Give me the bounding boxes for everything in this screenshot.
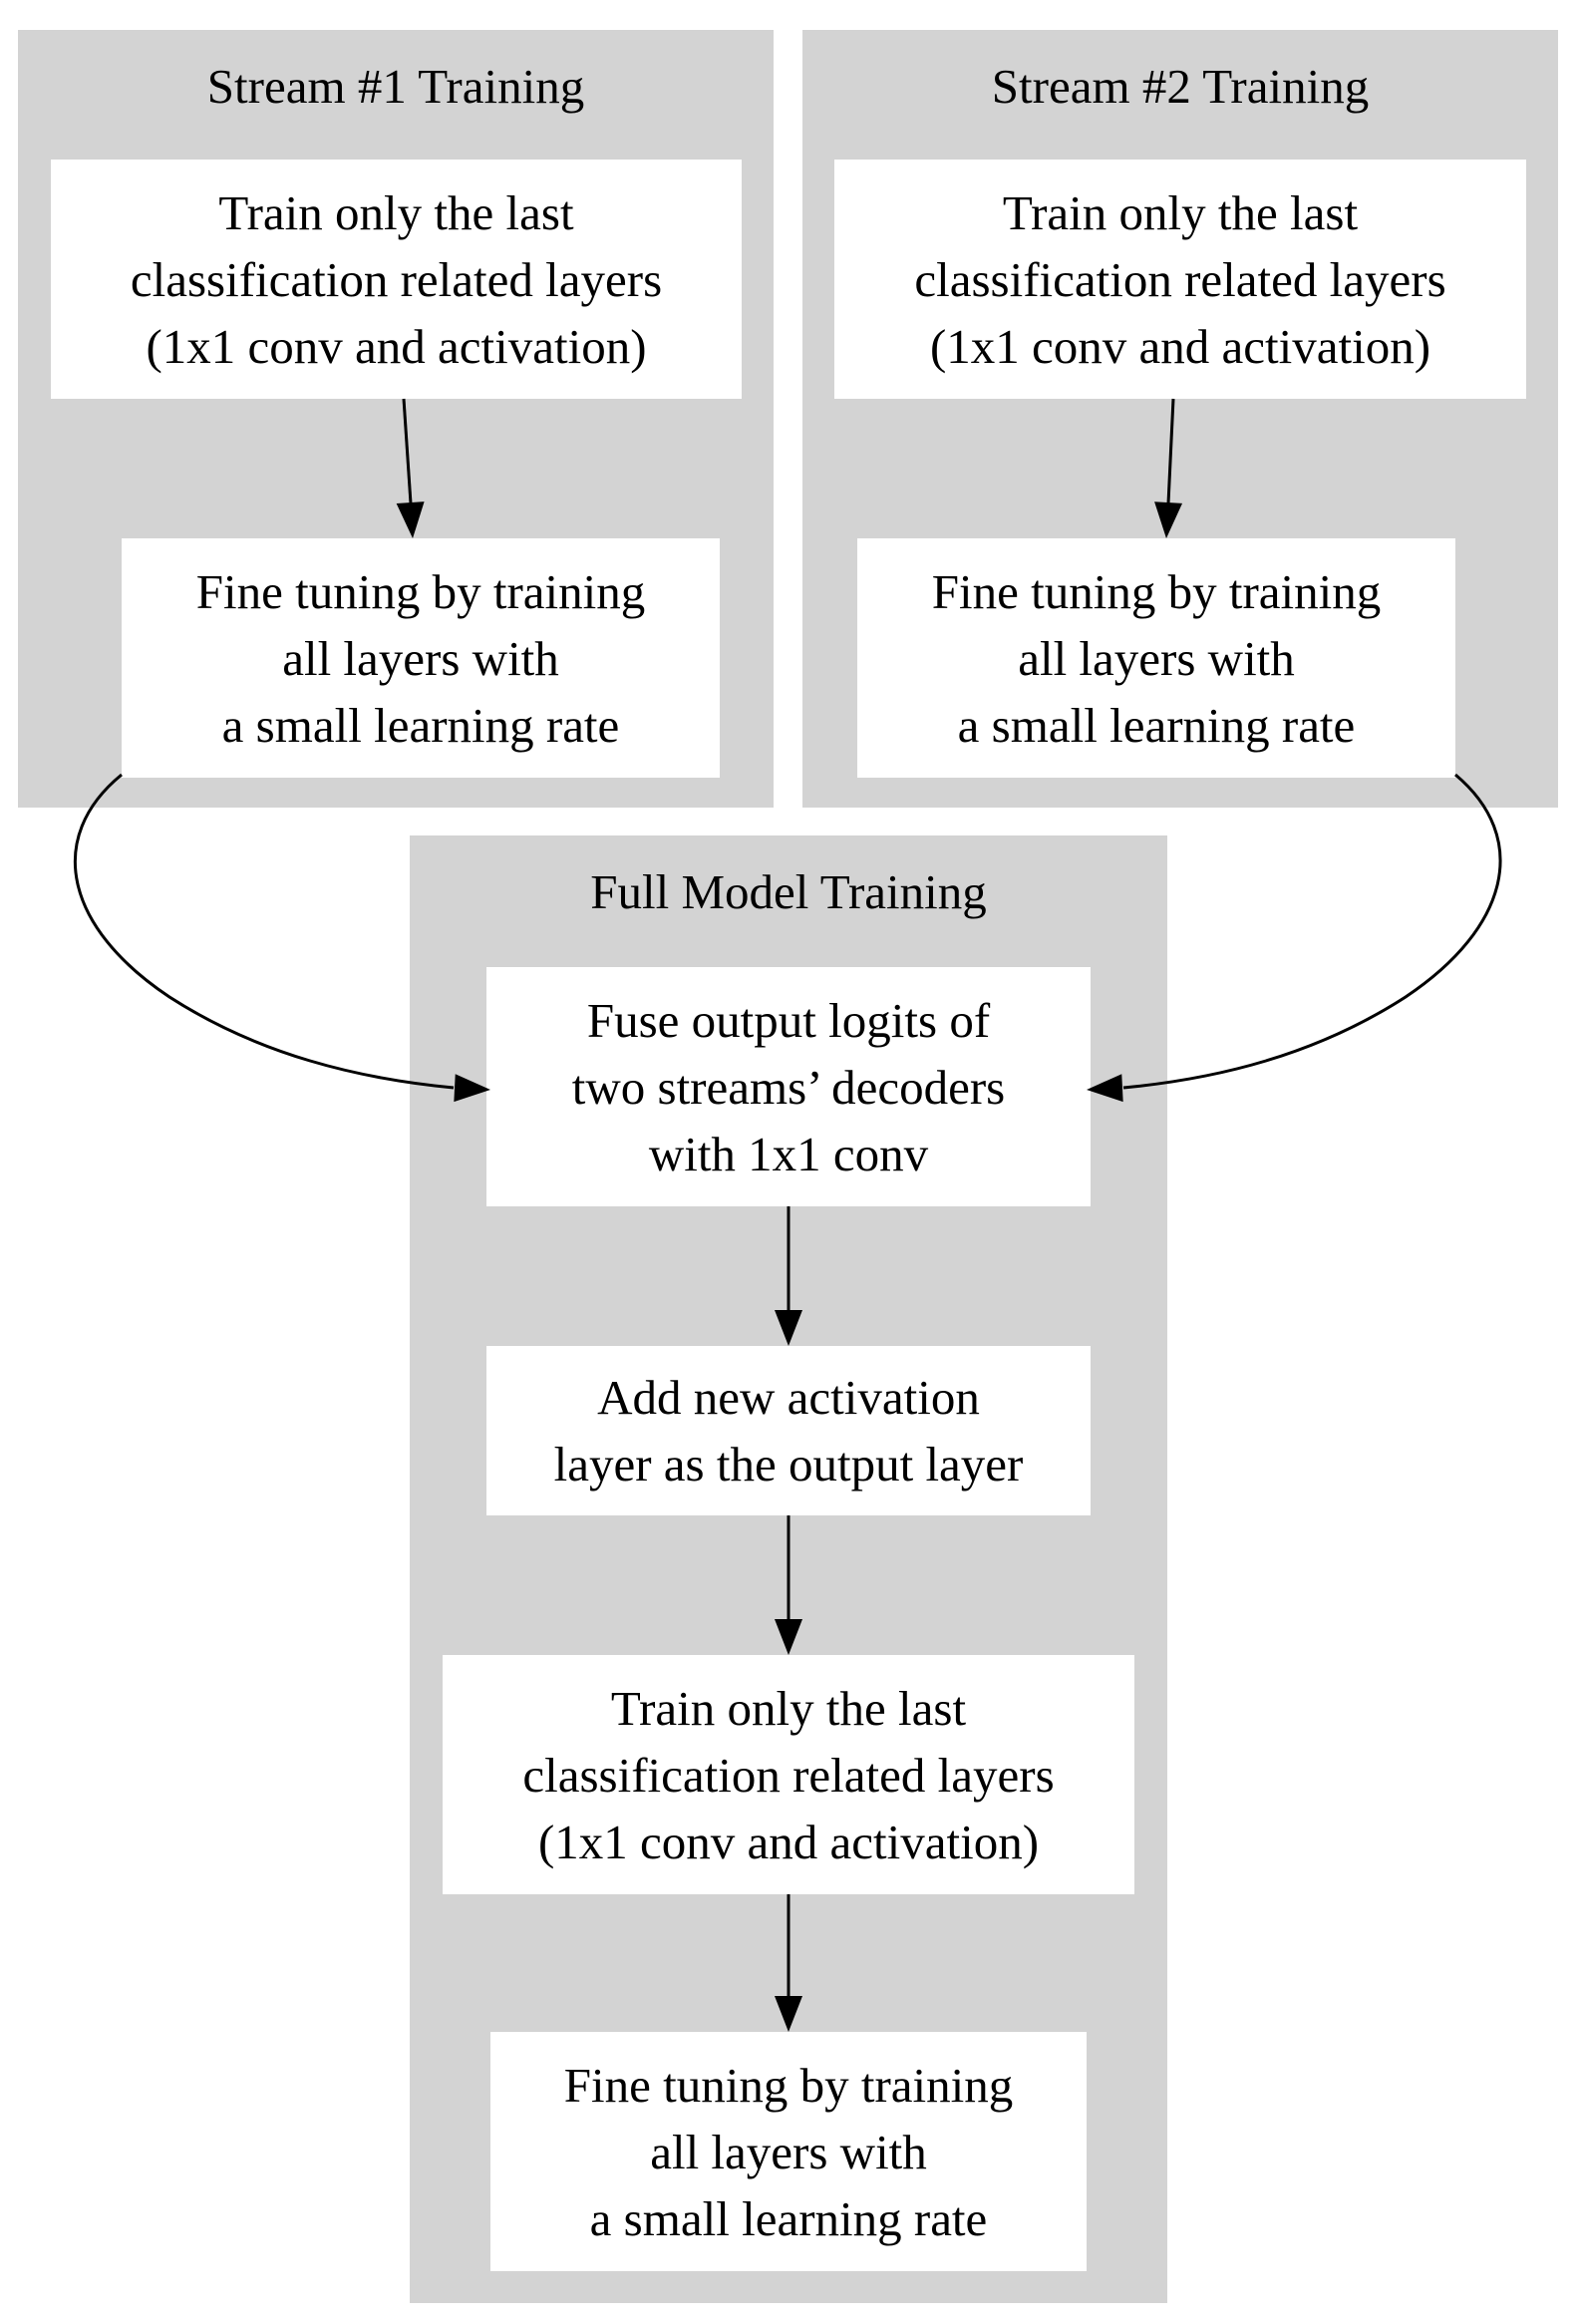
edge-stream1-fine-tune-to-full-fuse xyxy=(73,773,455,1090)
stream-1-fine-tune-label: Fine tuning by training all layers with … xyxy=(195,563,646,753)
cluster-stream-2-title: Stream #2 Training xyxy=(991,59,1370,114)
add-activation-node: Add new activation layer as the output l… xyxy=(486,1346,1091,1515)
cluster-stream-1-title: Stream #1 Training xyxy=(206,59,585,114)
fuse-logits-label: Fuse output logits of two streams’ decod… xyxy=(571,992,1006,1181)
full-fine-tune-label: Fine tuning by training all layers with … xyxy=(563,2057,1014,2246)
full-fine-tune-node: Fine tuning by training all layers with … xyxy=(490,2032,1087,2271)
stream-1-train-last-node: Train only the last classification relat… xyxy=(51,160,742,399)
fuse-logits-node: Fuse output logits of two streams’ decod… xyxy=(486,967,1091,1206)
stream-2-fine-tune-node: Fine tuning by training all layers with … xyxy=(857,538,1455,778)
full-train-last-label: Train only the last classification relat… xyxy=(522,1680,1055,1869)
stream-2-fine-tune-label: Fine tuning by training all layers with … xyxy=(931,563,1382,753)
cluster-full-model-title: Full Model Training xyxy=(590,864,987,919)
full-train-last-node: Train only the last classification relat… xyxy=(443,1655,1134,1894)
stream-1-train-last-label: Train only the last classification relat… xyxy=(130,184,663,374)
edge-stream2-fine-tune-to-full-fuse xyxy=(1122,773,1502,1090)
stream-1-fine-tune-node: Fine tuning by training all layers with … xyxy=(122,538,720,778)
add-activation-label: Add new activation layer as the output l… xyxy=(553,1370,1024,1492)
stream-2-train-last-node: Train only the last classification relat… xyxy=(834,160,1526,399)
stream-2-train-last-label: Train only the last classification relat… xyxy=(914,184,1446,374)
